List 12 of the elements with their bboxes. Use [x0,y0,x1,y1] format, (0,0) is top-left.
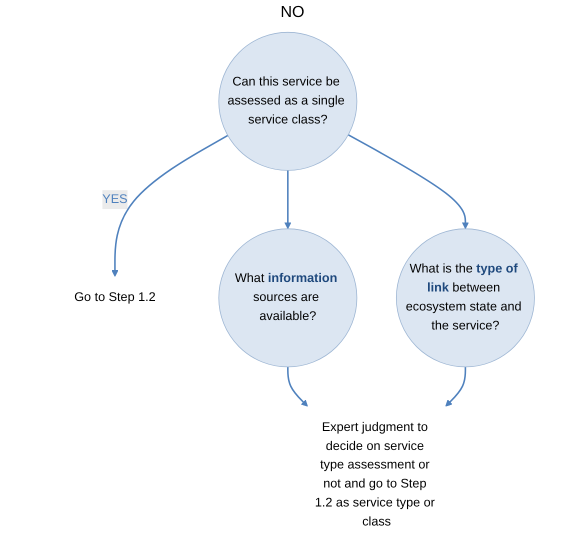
node-text: Go to Step 1.2 [74,290,156,304]
arrow [284,170,292,230]
node-circle: Can this service be assessed as a single service class? [218,32,358,171]
arrow [445,366,466,407]
node-circle: What is the type of link between ecosystem state and the service? [396,228,535,368]
edge-label: YES [102,192,128,206]
node-text: Expert judgment to decide on service type assessment or not and go to Step 1.2 as service type or class [314,420,435,529]
arrow [111,134,228,277]
arrow [348,134,469,230]
arrow [287,366,308,407]
node-circle: What information sources are available? [218,228,358,368]
branch-label: NO [280,4,304,21]
